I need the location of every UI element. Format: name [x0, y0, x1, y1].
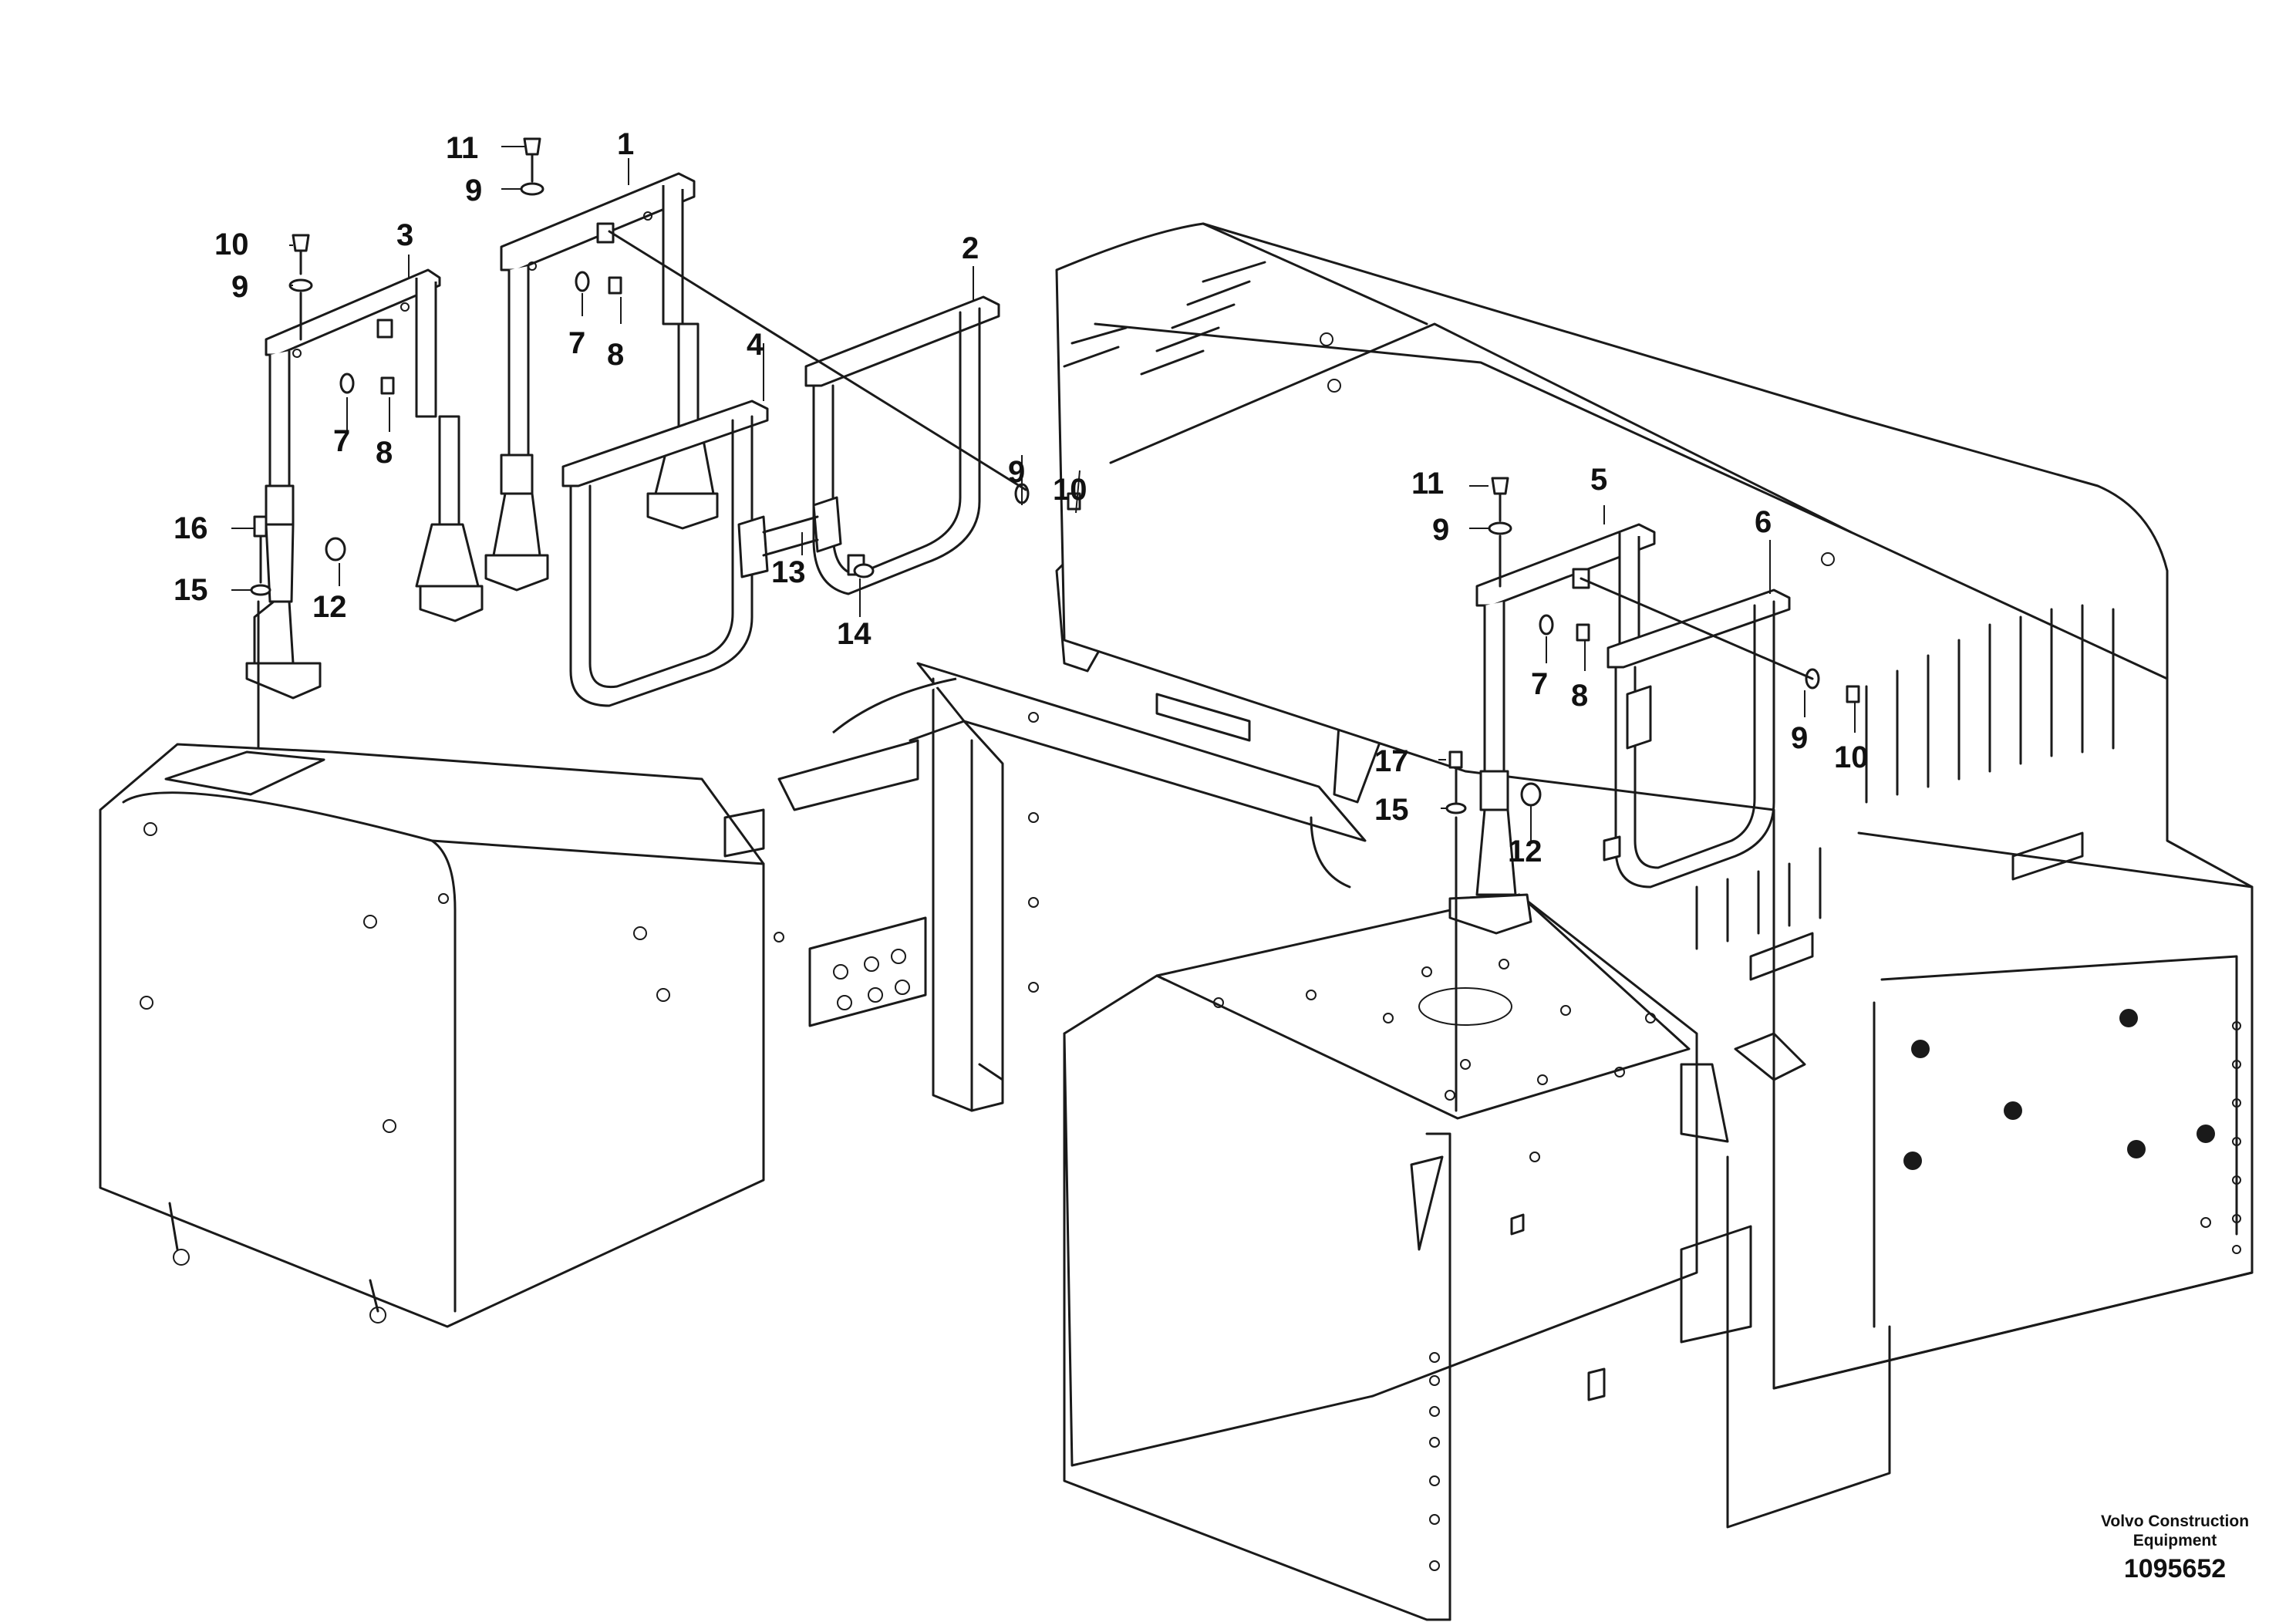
right-housing: [1063, 893, 1891, 1621]
callout-7c: 7: [1531, 667, 1548, 701]
callout-16: 16: [174, 511, 208, 545]
handrail-stand-1: [484, 172, 719, 592]
callout-1: 1: [617, 127, 634, 161]
engine-hood: [1055, 222, 2254, 1390]
callout-9a: 9: [465, 174, 482, 207]
leader-lines: [231, 146, 1856, 841]
callout-9e: 9: [1791, 721, 1808, 755]
handrail-4: [561, 400, 769, 707]
callout-9d: 9: [1432, 513, 1449, 547]
callout-8c: 8: [1571, 679, 1588, 713]
callout-7b: 7: [333, 424, 350, 458]
manufacturer-credit: Volvo Construction Equipment: [2082, 1512, 2267, 1550]
right-latch: [1680, 1225, 1752, 1344]
callout-4: 4: [747, 328, 764, 362]
callout-2: 2: [962, 231, 979, 265]
callout-17: 17: [1374, 744, 1409, 778]
left-housing: [99, 743, 927, 1328]
right-mount-plate: [1155, 893, 1691, 1120]
callout-9c: 9: [1008, 455, 1025, 489]
callout-10c: 10: [1834, 740, 1869, 774]
callout-11b: 11: [1411, 467, 1444, 501]
left-mount-plate: [164, 750, 325, 796]
center-frame: [777, 546, 1382, 1112]
callout-10a: 10: [214, 228, 249, 261]
drawing-number: 1095652: [2123, 1554, 2227, 1583]
callout-15a: 15: [174, 573, 208, 607]
manufacturer-line-1: Volvo Construction: [2100, 1512, 2250, 1530]
callout-6: 6: [1755, 505, 1772, 539]
callout-5: 5: [1590, 463, 1607, 497]
callout-8b: 8: [376, 436, 393, 470]
manufacturer-line-2: Equipment: [2132, 1532, 2217, 1549]
callout-15b: 15: [1374, 793, 1409, 827]
center-handle: [1155, 693, 1251, 742]
handrail-stand-3: [245, 268, 484, 700]
callout-8a: 8: [607, 338, 624, 372]
callout-7a: 7: [568, 326, 585, 360]
callout-12b: 12: [1508, 835, 1542, 868]
callout-13: 13: [771, 555, 806, 589]
callout-3: 3: [396, 218, 413, 252]
callout-10b: 10: [1053, 473, 1087, 507]
callout-12a: 12: [312, 590, 347, 624]
left-connector-plate: [808, 916, 927, 1027]
callout-11a: 11: [446, 131, 478, 165]
callout-9b: 9: [231, 270, 248, 304]
handrail-stand-5: [1448, 523, 1656, 935]
handrail-2: [762, 295, 1000, 595]
callout-14: 14: [837, 617, 872, 651]
callout-labels: 11 1 9 10 3 9 2 7 8 4 7 8 9 10 16 15 12 …: [174, 127, 1869, 868]
